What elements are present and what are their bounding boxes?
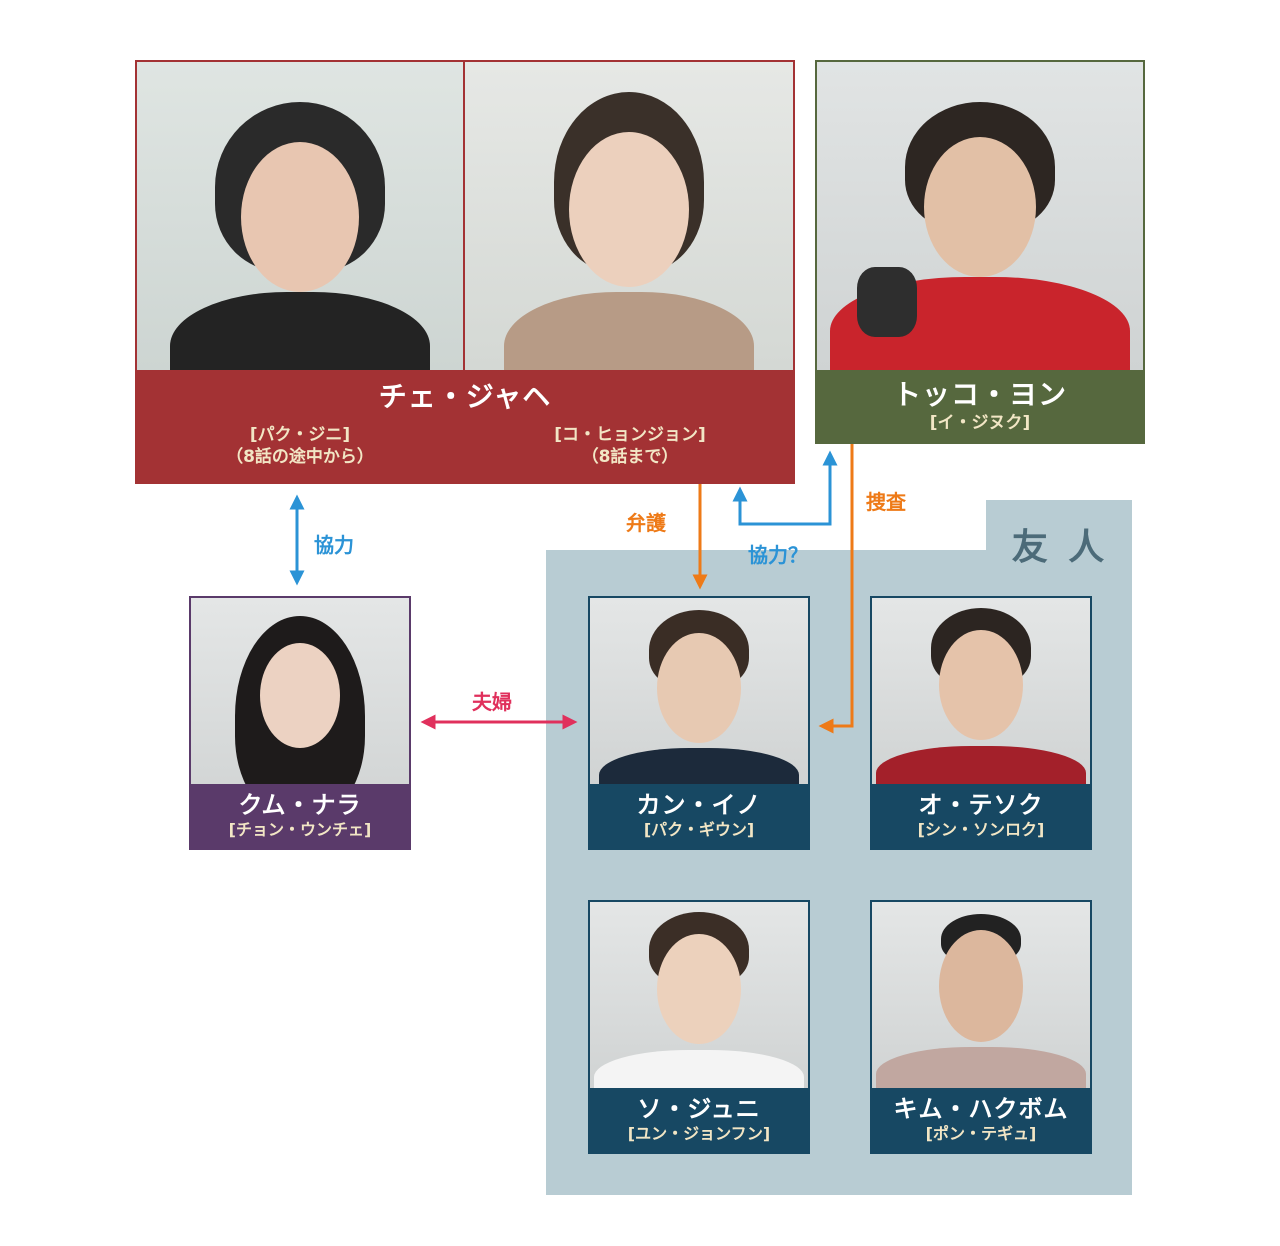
portrait-lee-jinwook bbox=[817, 62, 1143, 370]
namebar-choi-jahye: チェ・ジャヘ bbox=[137, 370, 793, 482]
portrait-yoon-jonghoon bbox=[590, 902, 808, 1088]
character-name: クム・ナラ bbox=[238, 791, 362, 819]
portrait-shin-sungrok bbox=[872, 598, 1090, 784]
namebar-geum-nara: クム・ナラ [チョン・ウンチェ] bbox=[191, 784, 409, 848]
character-name: ソ・ジュニ bbox=[637, 1095, 761, 1123]
actor-name: [シン・ソンロク] bbox=[917, 820, 1045, 839]
label-cooperate-question: 協力？ bbox=[748, 543, 808, 567]
actor-ko-hyunjung: [コ・ヒョンジョン] （8話まで） bbox=[520, 424, 740, 468]
portrait-park-jini bbox=[137, 62, 463, 370]
label-investigate: 捜査 bbox=[866, 490, 906, 514]
portrait-park-kieun bbox=[590, 598, 808, 784]
namebar-dokgo-yong: トッコ・ヨン [イ・ジヌク] bbox=[817, 370, 1143, 442]
friends-group-label: 友 人 bbox=[1011, 527, 1109, 568]
label-cooperate: 協力 bbox=[314, 533, 354, 557]
actor-name: [パク・ギウン] bbox=[643, 820, 755, 839]
character-name: カン・イノ bbox=[636, 791, 762, 819]
actor-name: [イ・ジヌク] bbox=[929, 413, 1031, 433]
portrait-jung-eunchae bbox=[191, 598, 409, 784]
arrow-investigate-dokgo-ino bbox=[818, 444, 854, 734]
actor-name: [パク・ジニ] bbox=[249, 425, 351, 445]
actor-name: [チョン・ウンチェ] bbox=[228, 820, 372, 839]
actor-park-jini: [パク・ジニ] （8話の途中から） bbox=[190, 424, 410, 468]
namebar-so-junhi: ソ・ジュニ [ユン・ジョンフン] bbox=[590, 1088, 808, 1152]
namebar-oh-taesok: オ・テソク [シン・ソンロク] bbox=[872, 784, 1090, 848]
label-defend: 弁護 bbox=[626, 511, 666, 535]
actor-note: （8話の途中から） bbox=[226, 447, 374, 467]
character-card-geum-nara bbox=[189, 596, 411, 850]
character-name: トッコ・ヨン bbox=[892, 378, 1067, 411]
portrait-ko-hyunjung bbox=[465, 62, 793, 370]
actor-name: [ポン・テギュ] bbox=[925, 1124, 1037, 1143]
portrait-bong-taegyu bbox=[872, 902, 1090, 1088]
actor-name: [コ・ヒョンジョン] bbox=[554, 425, 706, 445]
namebar-kang-ino: カン・イノ [パク・ギウン] bbox=[590, 784, 808, 848]
character-name: チェ・ジャヘ bbox=[378, 380, 552, 413]
character-name: キム・ハクボム bbox=[893, 1095, 1069, 1123]
actor-name: [ユン・ジョンフン] bbox=[627, 1124, 771, 1143]
character-card-dokgo-yong bbox=[815, 60, 1145, 444]
label-married: 夫婦 bbox=[472, 690, 512, 714]
arrow-cooperate-q-choi-dokgo bbox=[732, 450, 838, 526]
actor-note: （8話まで） bbox=[581, 447, 679, 467]
namebar-kim-hakbom: キム・ハクボム [ポン・テギュ] bbox=[872, 1088, 1090, 1152]
character-name: オ・テソク bbox=[918, 791, 1044, 819]
